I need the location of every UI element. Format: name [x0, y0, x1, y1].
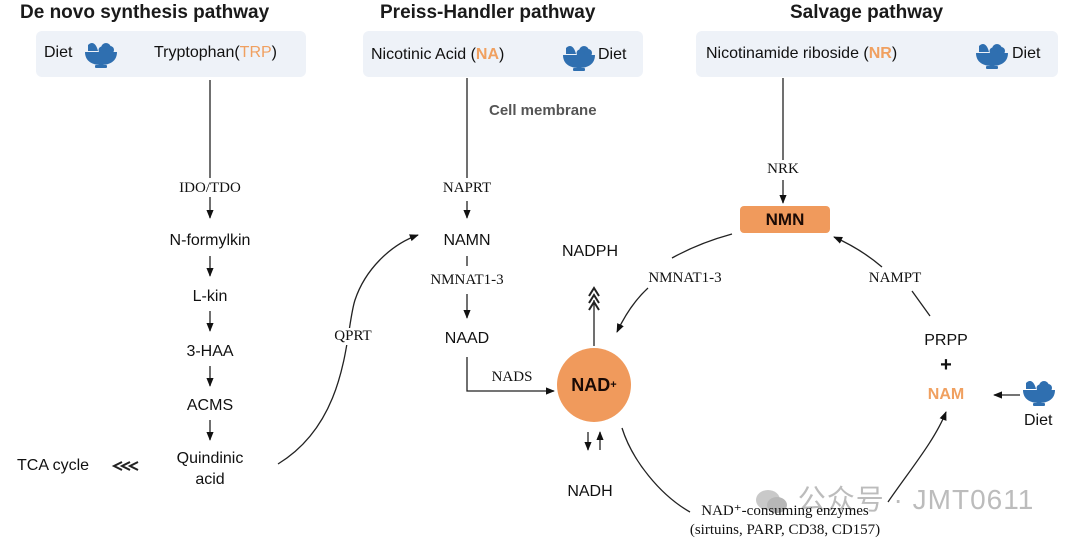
consuming-line1: NAD⁺-consuming enzymes: [701, 503, 869, 519]
trp-source-box: [36, 31, 306, 77]
acms-node: ACMS: [186, 397, 234, 414]
plus-sign: +: [940, 354, 952, 376]
nad-plus-node: NAD+: [557, 348, 631, 422]
namn-node: NAMN: [443, 232, 491, 249]
diet-bowl-icon: [976, 44, 1008, 69]
nmnat-enzyme-right: NMNAT1-3: [647, 270, 723, 287]
n-formylkin-node: N-formylkin: [169, 232, 251, 249]
tca-cycle-label: TCA cycle: [17, 457, 90, 474]
na-name: Nicotinic Acid (: [371, 46, 476, 63]
diet-bowl-icon: [563, 46, 595, 71]
tca-triple-arrow-icon: [111, 461, 139, 471]
nadph-triple-arrow-icon: [588, 286, 600, 311]
na-abbr: NA: [475, 46, 500, 63]
watermark: 公众号 · JMT0611: [755, 478, 1034, 518]
nr-close-paren: ): [891, 45, 898, 62]
diet-label: Diet: [44, 44, 73, 61]
preiss-handler-title: Preiss-Handler pathway: [380, 2, 596, 23]
qprt-curve: [277, 234, 419, 465]
nad-to-consuming-curve: [621, 427, 691, 513]
consuming-line2: (sirtuins, PARP, CD38, CD157): [689, 522, 881, 538]
watermark-text: 公众号 · JMT0611: [797, 484, 1035, 515]
l-kin-node: L-kin: [192, 288, 228, 305]
nampt-enzyme: NAMPT: [867, 270, 923, 287]
ido-tdo-enzyme: IDO/TDO: [178, 180, 242, 197]
nmn-to-nmnat-curve: [671, 233, 733, 259]
tryptophan-name: Tryptophan(: [154, 44, 240, 61]
nmnat-enzyme-left: NMNAT1-3: [429, 272, 505, 289]
prpp-node: PRPP: [924, 332, 968, 349]
quinolinic-line1: Quindinic: [176, 450, 244, 467]
nad-consuming-enzymes-label: NAD⁺-consuming enzymes (sirtuins, PARP, C…: [690, 502, 880, 540]
nam-node: NAM: [927, 386, 965, 403]
nr-name: Nicotinamide riboside (: [706, 45, 869, 62]
nmn-node: NMN: [740, 206, 830, 233]
nmnat-to-nad-curve: [616, 287, 649, 333]
na-close-paren: ): [499, 46, 505, 63]
nad-text: NAD: [571, 374, 611, 395]
quinolinic-acid-node: Quindinic acid: [177, 448, 244, 490]
naprt-enzyme: NAPRT: [441, 180, 493, 197]
diet-label: Diet: [1024, 412, 1053, 429]
na-source-box: [363, 31, 643, 77]
trp-close-paren: ): [271, 44, 277, 61]
nadh-node: NADH: [567, 483, 613, 500]
nad-superscript: +: [610, 379, 617, 391]
nadph-node: NADPH: [561, 243, 619, 260]
nads-enzyme: NADS: [490, 369, 534, 386]
nads-arrow: [466, 357, 555, 395]
wechat-icon: [755, 489, 789, 515]
diet-bowl-icon: [1023, 381, 1055, 406]
trp-abbr: TRP: [239, 44, 272, 61]
diet-label: Diet: [1012, 45, 1041, 62]
nrk-enzyme: NRK: [766, 161, 800, 178]
tryptophan-label: Tryptophan(TRP): [154, 44, 277, 62]
salvage-title: Salvage pathway: [790, 2, 944, 23]
cell-membrane-label: Cell membrane: [489, 102, 597, 119]
3-haa-node: 3-HAA: [186, 343, 234, 360]
quinolinic-line2: acid: [195, 471, 225, 488]
nicotinamide-riboside-label: Nicotinamide riboside (NR): [706, 45, 897, 63]
naad-node: NAAD: [444, 330, 490, 347]
nr-abbr: NR: [868, 45, 892, 62]
diet-bowl-icon: [85, 43, 117, 68]
nicotinic-acid-label: Nicotinic Acid (NA): [371, 46, 504, 64]
nampt-to-nmn-curve: [833, 236, 883, 268]
diet-label: Diet: [598, 46, 627, 63]
de-novo-title: De novo synthesis pathway: [20, 2, 270, 23]
prpp-to-nampt-curve: [911, 290, 931, 317]
qprt-enzyme: QPRT: [333, 328, 373, 345]
consuming-to-nam-curve: [887, 411, 947, 503]
